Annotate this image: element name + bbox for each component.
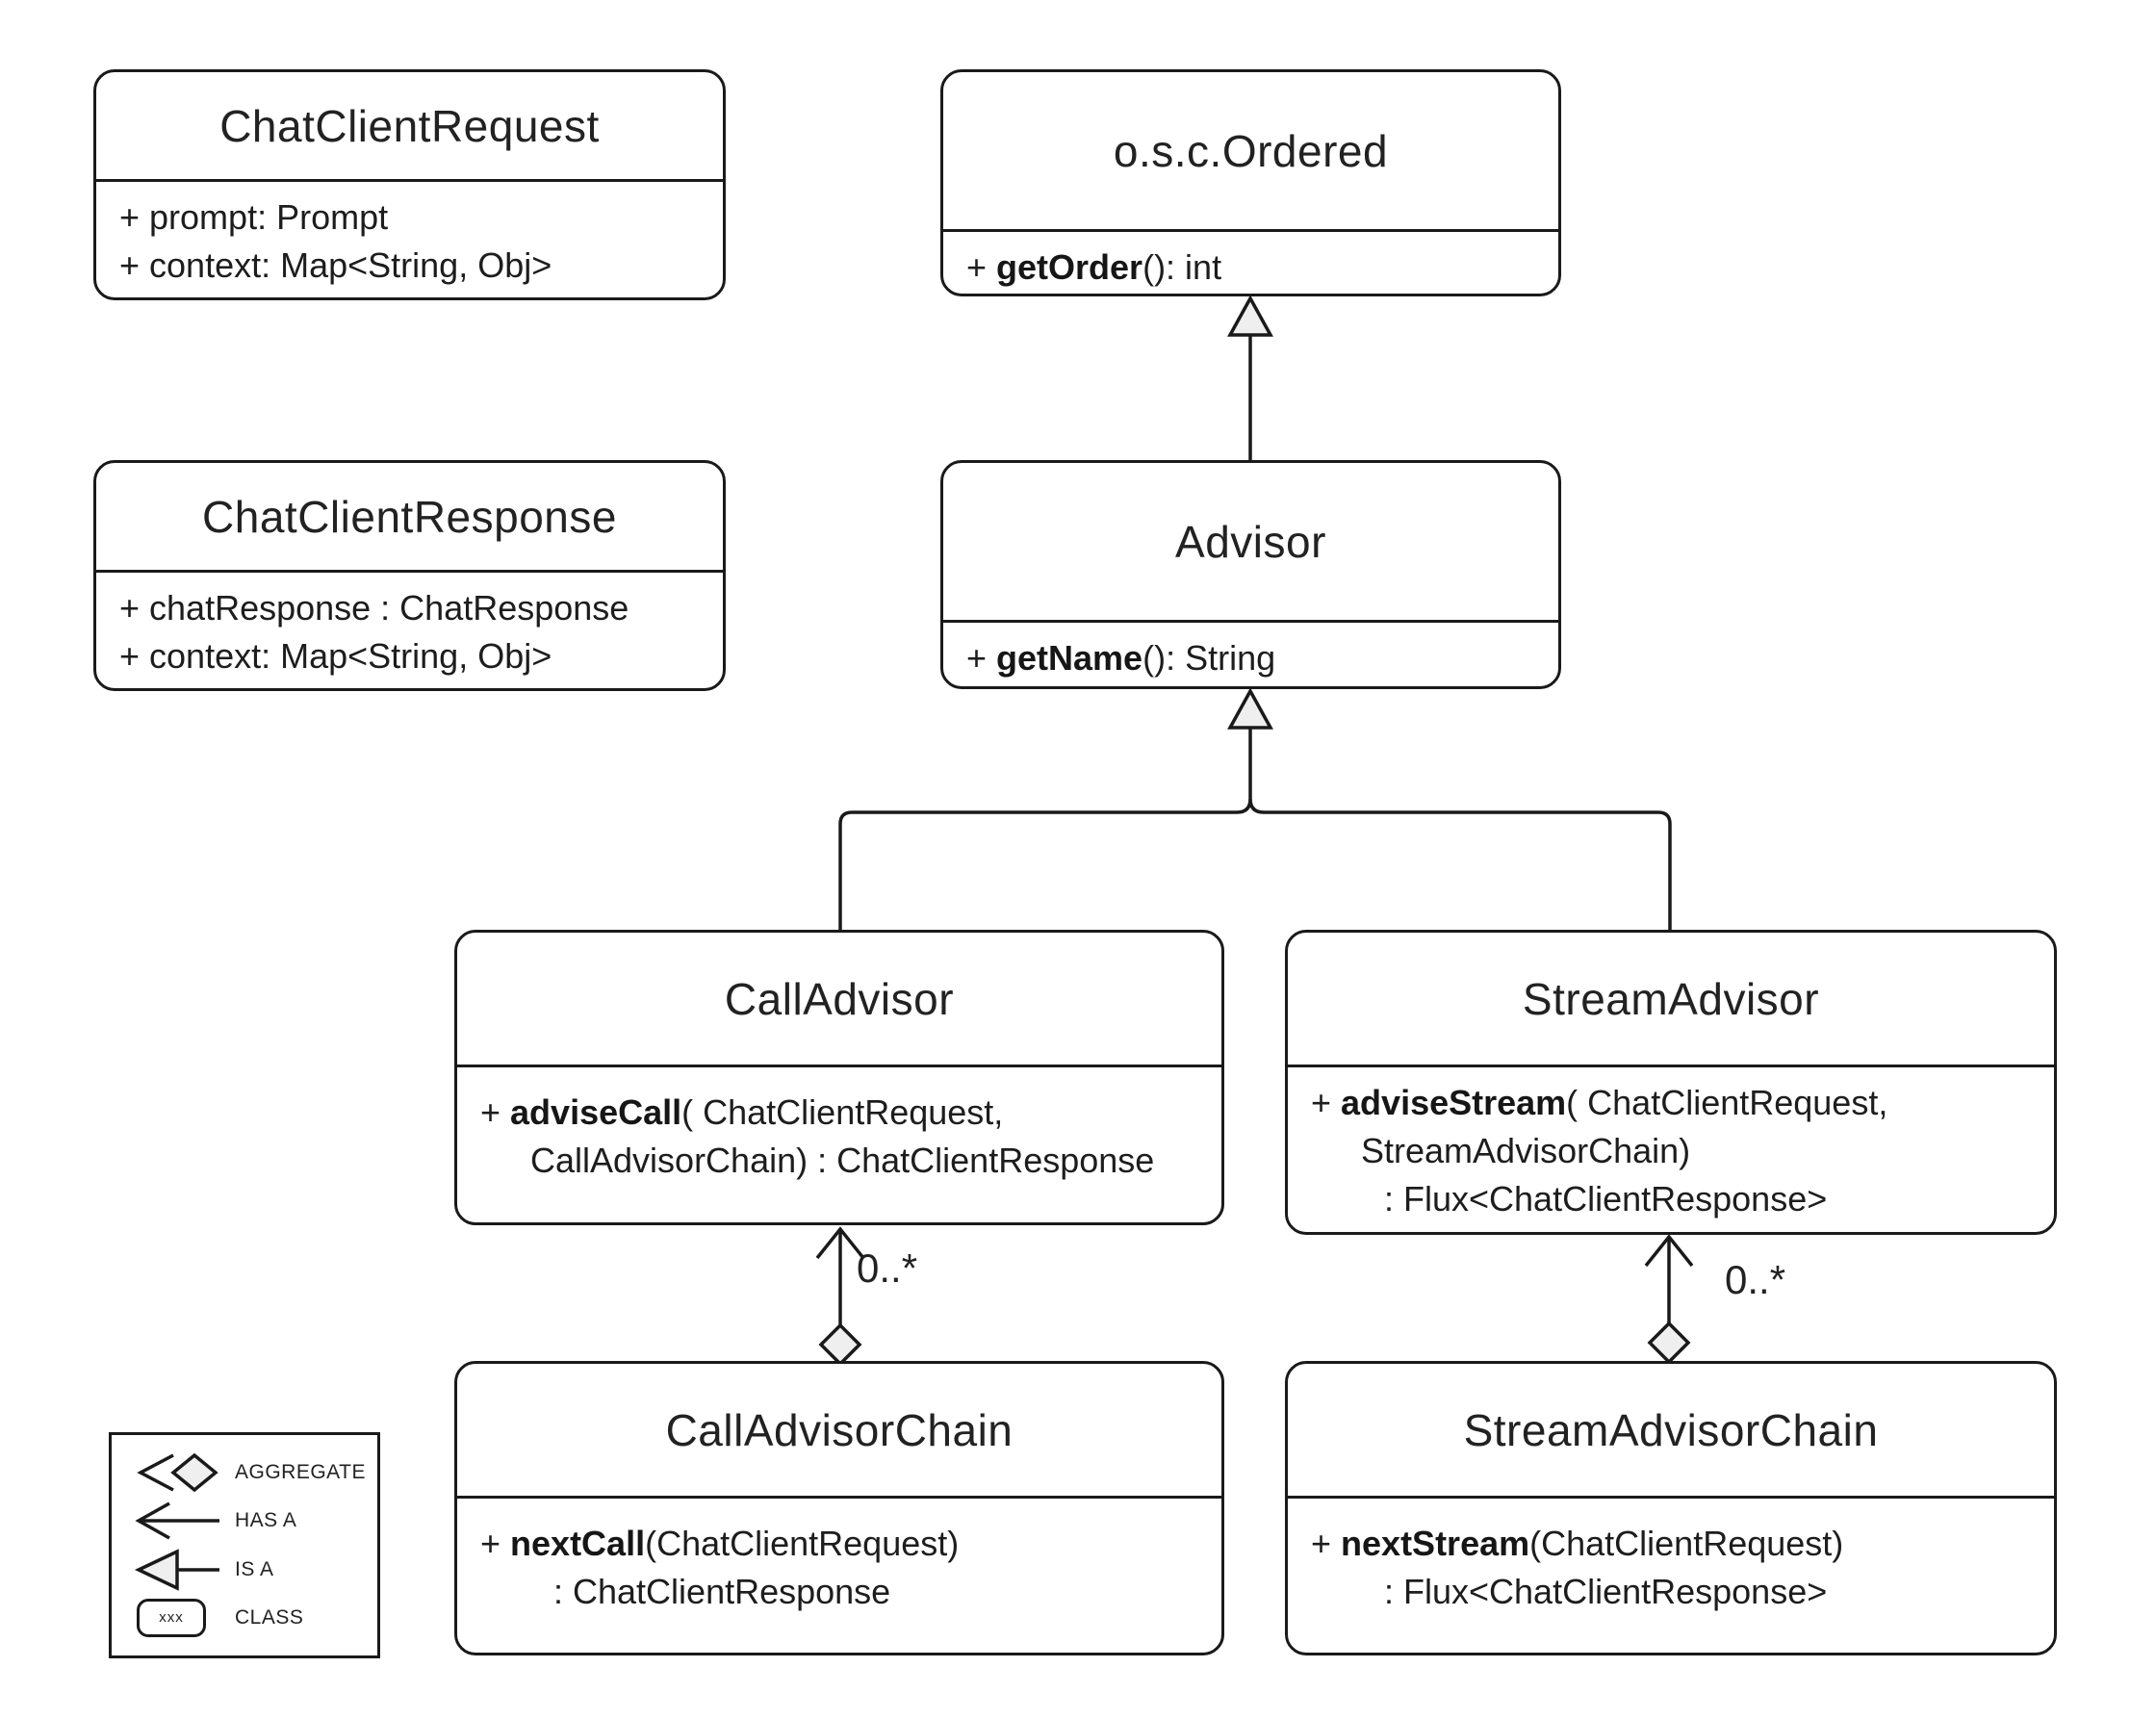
class-box-streamadvisorchain: StreamAdvisorChain + nextStream(ChatClie… bbox=[1285, 1361, 2057, 1655]
method-line: + adviseStream( ChatClientRequest, bbox=[1311, 1083, 1888, 1122]
legend-item-is-a: IS A bbox=[131, 1547, 366, 1593]
attribute-line: + context: Map<String, Obj> bbox=[119, 636, 552, 676]
method-line: + getName(): String bbox=[966, 638, 1276, 678]
stream-aggregate-diamond-icon bbox=[1647, 1321, 1691, 1365]
class-box-streamadvisor: StreamAdvisor + adviseStream( ChatClient… bbox=[1285, 930, 2057, 1235]
attribute-line: + prompt: Prompt bbox=[119, 197, 389, 237]
class-members: + chatResponse : ChatResponse + context:… bbox=[96, 573, 723, 688]
legend-label: IS A bbox=[235, 1557, 274, 1580]
legend: AGGREGATE HAS A IS A xxx bbox=[109, 1432, 380, 1658]
method-line-continuation: : Flux<ChatClientResponse> bbox=[1384, 1179, 1828, 1219]
class-title: CallAdvisorChain bbox=[457, 1364, 1221, 1499]
method-line: + getOrder(): int bbox=[966, 247, 1222, 287]
class-members: + nextStream(ChatClientRequest) : Flux<C… bbox=[1288, 1499, 2054, 1653]
class-members: + adviseCall( ChatClientRequest, CallAdv… bbox=[457, 1067, 1221, 1222]
aggregate-arrow-icon bbox=[131, 1450, 223, 1496]
class-members: + prompt: Prompt + context: Map<String, … bbox=[96, 182, 723, 297]
class-box-chatclientrequest: ChatClientRequest + prompt: Prompt + con… bbox=[93, 69, 726, 300]
class-box-chatclientresponse: ChatClientResponse + chatResponse : Chat… bbox=[93, 460, 726, 691]
class-title: Advisor bbox=[943, 463, 1558, 623]
method-line: + nextStream(ChatClientRequest) bbox=[1311, 1524, 1844, 1563]
is-a-advisor-branch-right bbox=[1248, 798, 1672, 930]
class-box-advisor: Advisor + getName(): String bbox=[940, 460, 1561, 689]
has-a-arrow-icon bbox=[131, 1498, 223, 1544]
is-a-advisor-branch-left bbox=[838, 728, 1252, 930]
method-line-continuation: : Flux<ChatClientResponse> bbox=[1384, 1572, 1828, 1611]
attribute-line: + context: Map<String, Obj> bbox=[119, 245, 552, 285]
multiplicity-label: 0..* bbox=[1725, 1257, 1786, 1302]
method-line-continuation: StreamAdvisorChain) bbox=[1361, 1131, 1691, 1170]
attribute-line: + chatResponse : ChatResponse bbox=[119, 588, 629, 628]
class-title: o.s.c.Ordered bbox=[943, 72, 1558, 232]
legend-class-box-text: xxx bbox=[159, 1609, 184, 1627]
legend-item-class: xxx CLASS bbox=[131, 1595, 366, 1641]
is-a-advisor-triangle-icon bbox=[1227, 687, 1273, 730]
class-title: ChatClientRequest bbox=[96, 72, 723, 182]
class-members: + nextCall(ChatClientRequest) : ChatClie… bbox=[457, 1499, 1221, 1653]
legend-label: HAS A bbox=[235, 1509, 297, 1532]
class-members: + getName(): String bbox=[943, 623, 1558, 686]
class-title: StreamAdvisor bbox=[1288, 933, 2054, 1067]
method-line: + adviseCall( ChatClientRequest, bbox=[480, 1092, 1004, 1132]
class-members: + adviseStream( ChatClientRequest, Strea… bbox=[1288, 1067, 2054, 1232]
legend-label: CLASS bbox=[235, 1605, 304, 1629]
legend-item-has-a: HAS A bbox=[131, 1498, 366, 1544]
is-a-arrow-icon bbox=[131, 1547, 223, 1593]
legend-label: AGGREGATE bbox=[235, 1461, 366, 1484]
method-line-continuation: CallAdvisorChain) : ChatClientResponse bbox=[530, 1141, 1155, 1180]
class-box-calladvisorchain: CallAdvisorChain + nextCall(ChatClientRe… bbox=[454, 1361, 1224, 1655]
class-members: + getOrder(): int bbox=[943, 232, 1558, 294]
is-a-ordered-triangle-icon bbox=[1227, 295, 1273, 337]
call-aggregate-diamond-icon bbox=[818, 1322, 862, 1367]
method-line: + nextCall(ChatClientRequest) bbox=[480, 1524, 960, 1563]
class-box-calladvisor: CallAdvisor + adviseCall( ChatClientRequ… bbox=[454, 930, 1224, 1225]
class-title: StreamAdvisorChain bbox=[1288, 1364, 2054, 1499]
multiplicity-label: 0..* bbox=[857, 1245, 918, 1291]
class-title: CallAdvisor bbox=[457, 933, 1221, 1067]
class-title: ChatClientResponse bbox=[96, 463, 723, 573]
method-line-continuation: : ChatClientResponse bbox=[553, 1572, 891, 1611]
class-box-icon: xxx bbox=[131, 1595, 223, 1641]
class-box-ordered: o.s.c.Ordered + getOrder(): int bbox=[940, 69, 1561, 296]
legend-item-aggregate: AGGREGATE bbox=[131, 1450, 366, 1496]
